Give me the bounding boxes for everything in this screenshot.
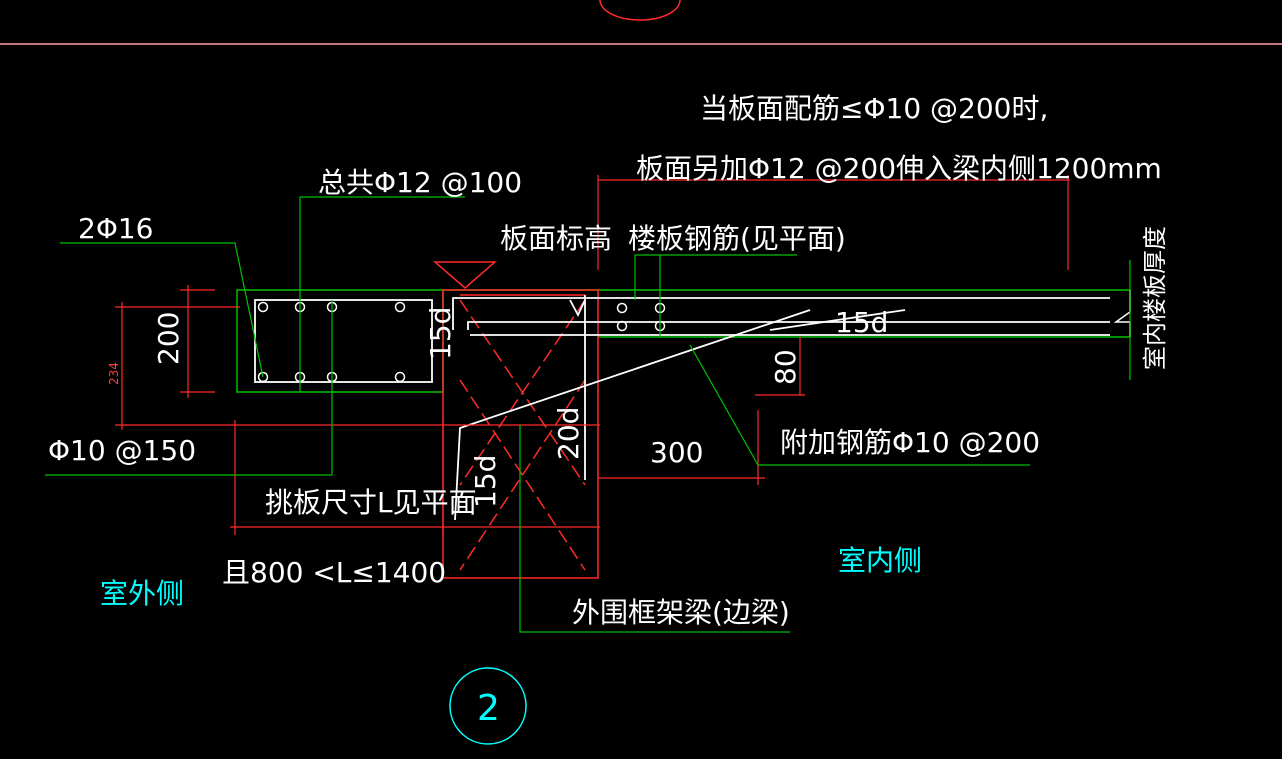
dim-200: 200 [152,312,185,365]
slab-rebar-label: 楼板钢筋(见平面) [628,222,846,255]
dim-15d-bottom: 15d [469,455,502,508]
detail-number: 2 [477,688,500,729]
dim-20d: 20d [552,407,585,460]
slab-elevation-symbol [432,261,498,289]
extra-rebar-label: 附加钢筋Φ10 @200 [780,426,1040,459]
note-line1: 当板面配筋≤Φ10 @200时, [700,92,1048,125]
edge-beam-label: 外围框架梁(边梁) [572,596,790,629]
leader-lines [45,196,1131,633]
range-label: 且800 <L≤1400 [222,556,446,589]
phi10-150-label: Φ10 @150 [48,434,196,467]
detail-number-circle [449,667,527,745]
two-phi16-label: 2Φ16 [78,212,153,245]
dim-300: 300 [650,436,703,469]
top-circle-fragment [599,0,681,21]
outdoor-label: 室外侧 [100,577,184,610]
dim-15d-slab: 15d [835,306,888,339]
cantilever-size-label: 挑板尺寸L见平面 [265,486,477,519]
indoor-slab-thickness-label: 室内楼板厚度 [1141,226,1169,370]
note-line2: 板面另加Φ12 @200伸入梁内侧1200mm [636,152,1162,185]
dim-15d-beam: 15d [424,307,457,360]
dim-80: 80 [769,349,802,385]
dimension-lines [115,175,1070,535]
total-rebar-label: 总共Φ12 @100 [318,166,522,199]
slab-elevation-label: 板面标高 [500,222,612,255]
rebar-lines [254,295,1110,521]
dim-234: 234 [107,362,121,385]
indoor-label: 室内侧 [838,544,922,577]
